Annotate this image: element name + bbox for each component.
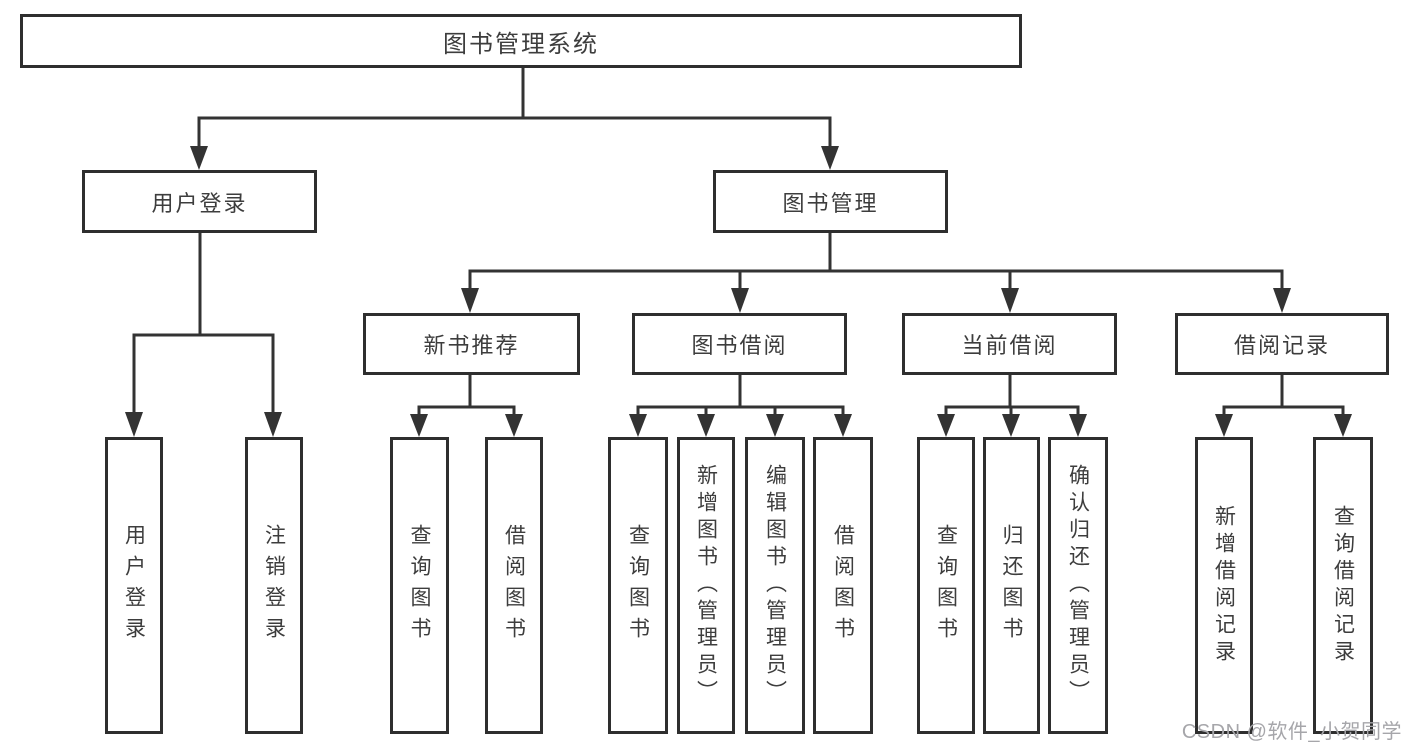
node-library-management-system: 图书管理系统: [20, 14, 1022, 68]
leaf-borrow-books-1: 借阅图书: [485, 437, 543, 734]
leaf-add-borrow-record: 新增借阅记录: [1195, 437, 1253, 734]
leaf-query-books-2: 查询图书: [608, 437, 668, 734]
node-label: 图书管理系统: [443, 30, 599, 58]
leaf-query-books-1: 查询图书: [390, 437, 449, 734]
leaf-confirm-return-admin: 确认归还（管理员）: [1048, 437, 1108, 734]
leaf-logout: 注销登录: [245, 437, 303, 734]
node-book-borrowing: 图书借阅: [632, 313, 847, 375]
leaf-edit-books-admin: 编辑图书（管理员）: [745, 437, 805, 734]
node-current-borrowing: 当前借阅: [902, 313, 1117, 375]
node-label: 查询图书: [408, 523, 431, 648]
leaf-add-books-admin: 新增图书（管理员）: [677, 437, 735, 734]
node-label: 确认归还（管理员）: [1066, 464, 1090, 707]
node-label: 新书推荐: [423, 333, 520, 358]
leaf-user-login: 用户登录: [105, 437, 163, 734]
node-label: 编辑图书（管理员）: [763, 464, 787, 707]
node-label: 查询借阅记录: [1331, 504, 1355, 667]
node-label: 用户登录: [151, 190, 248, 216]
node-label: 归还图书: [1000, 523, 1023, 648]
node-label: 查询图书: [934, 523, 958, 648]
leaf-query-books-3: 查询图书: [917, 437, 975, 734]
arrowheads: [125, 146, 1352, 437]
leaf-return-books: 归还图书: [983, 437, 1040, 734]
node-user-login: 用户登录: [82, 170, 317, 233]
node-label: 新增借阅记录: [1212, 504, 1236, 667]
csdn-watermark: CSDN @软件_小贺同学: [1181, 721, 1402, 743]
leaf-query-borrow-record: 查询借阅记录: [1313, 437, 1373, 734]
node-label: 图书管理: [782, 190, 879, 216]
node-label: 当前借阅: [961, 333, 1058, 358]
node-label: 新增图书（管理员）: [694, 464, 718, 707]
node-label: 借阅图书: [831, 523, 855, 648]
node-borrowing-records: 借阅记录: [1175, 313, 1389, 375]
node-new-book-recommendation: 新书推荐: [363, 313, 580, 375]
node-label: 用户登录: [122, 523, 146, 648]
node-label: 借阅记录: [1233, 333, 1330, 358]
node-label: 图书借阅: [691, 333, 788, 358]
leaf-borrow-books-2: 借阅图书: [813, 437, 873, 734]
node-label: 注销登录: [262, 523, 286, 648]
node-label: 借阅图书: [502, 523, 526, 648]
node-book-management: 图书管理: [713, 170, 948, 233]
node-label: 查询图书: [626, 523, 650, 648]
